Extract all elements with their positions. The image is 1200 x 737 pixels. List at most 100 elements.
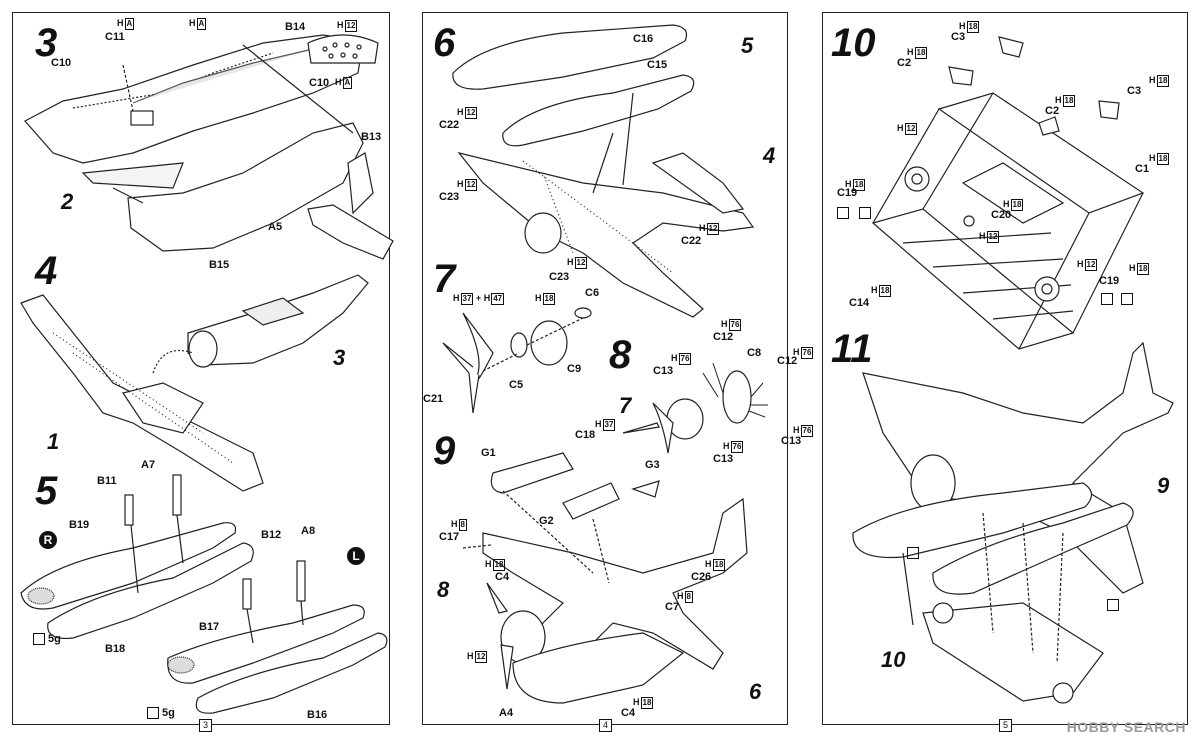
step-3-4-5-illustration — [20, 34, 394, 714]
part-label: B15 — [209, 259, 230, 271]
part-label: C2 — [1045, 105, 1060, 117]
step-number: 6 — [433, 21, 456, 65]
part-label: C4 — [495, 571, 510, 583]
sub-assembly-ref: 6 — [749, 679, 762, 704]
sub-assembly-ref: 9 — [1157, 473, 1170, 498]
part-label: C13 — [653, 365, 674, 377]
part-label: A8 — [301, 525, 316, 537]
sub-assembly-ref: 5 — [741, 33, 754, 58]
part-label: C17 — [439, 531, 460, 543]
step-10-11-illustration — [852, 36, 1174, 704]
page-number: 3 — [199, 719, 213, 732]
step-number: 7 — [433, 257, 456, 301]
part-label: C9 — [567, 363, 582, 375]
part-label: C11 — [105, 31, 125, 43]
part-label: B12 — [261, 529, 282, 541]
right-side-marker: R — [39, 531, 57, 549]
part-label: B14 — [285, 21, 306, 33]
sub-assembly-ref: 7 — [619, 393, 632, 418]
weight-icon — [147, 707, 159, 720]
part-label: A4 — [499, 707, 514, 719]
part-label: C3 — [951, 31, 966, 43]
weight-note: 5g — [33, 633, 61, 646]
part-label: C4 — [621, 707, 636, 719]
part-label: C6 — [585, 287, 600, 299]
weight-icon — [33, 633, 45, 646]
part-label: B16 — [307, 709, 328, 721]
sub-assembly-ref: 10 — [881, 647, 906, 672]
step-6-7-8-9-illustration — [442, 24, 768, 704]
part-label: C1 — [1135, 163, 1150, 175]
sub-assembly-ref: 2 — [61, 189, 74, 214]
part-label: C5 — [509, 379, 524, 391]
part-label: C13 — [781, 435, 802, 447]
part-label: A7 — [141, 459, 156, 471]
part-label: C13 — [713, 453, 734, 465]
part-label: C10 — [309, 77, 330, 89]
part-label: C16 — [633, 33, 654, 45]
part-label: C23 — [439, 191, 460, 203]
step-number: 8 — [609, 333, 632, 377]
part-label: C2 — [897, 57, 912, 69]
part-label: C19 — [1099, 275, 1120, 287]
step-number: 4 — [35, 249, 58, 293]
glue-icon — [1101, 293, 1113, 305]
part-label: G1 — [481, 447, 496, 459]
do-not-glue-icon — [1121, 293, 1133, 305]
sub-assembly-ref: 4 — [763, 143, 776, 168]
page-number: 5 — [999, 719, 1013, 732]
do-not-glue-icon — [859, 207, 871, 219]
part-label: B11 — [97, 475, 117, 487]
part-label: B19 — [69, 519, 90, 531]
step-number: 11 — [831, 327, 873, 371]
part-label: C18 — [575, 429, 596, 441]
part-label: C22 — [681, 235, 702, 247]
step-number: 9 — [433, 429, 456, 473]
part-label: C15 — [647, 59, 668, 71]
part-label: G2 — [539, 515, 554, 527]
part-label: G3 — [645, 459, 660, 471]
part-label: C23 — [549, 271, 570, 283]
do-not-glue-icon — [1107, 599, 1119, 611]
watermark: HOBBY SEARCH — [1066, 719, 1186, 735]
part-label: B18 — [105, 643, 126, 655]
step-number: 5 — [35, 469, 58, 513]
part-label: C19 — [837, 187, 858, 199]
part-label: C22 — [439, 119, 460, 131]
part-label: C26 — [691, 571, 712, 583]
left-side-marker: L — [347, 547, 365, 565]
part-label: C21 — [423, 393, 444, 405]
sub-assembly-ref: 1 — [47, 429, 60, 454]
part-label: C7 — [665, 601, 680, 613]
part-label: C12 — [777, 355, 798, 367]
part-label: B13 — [361, 131, 382, 143]
